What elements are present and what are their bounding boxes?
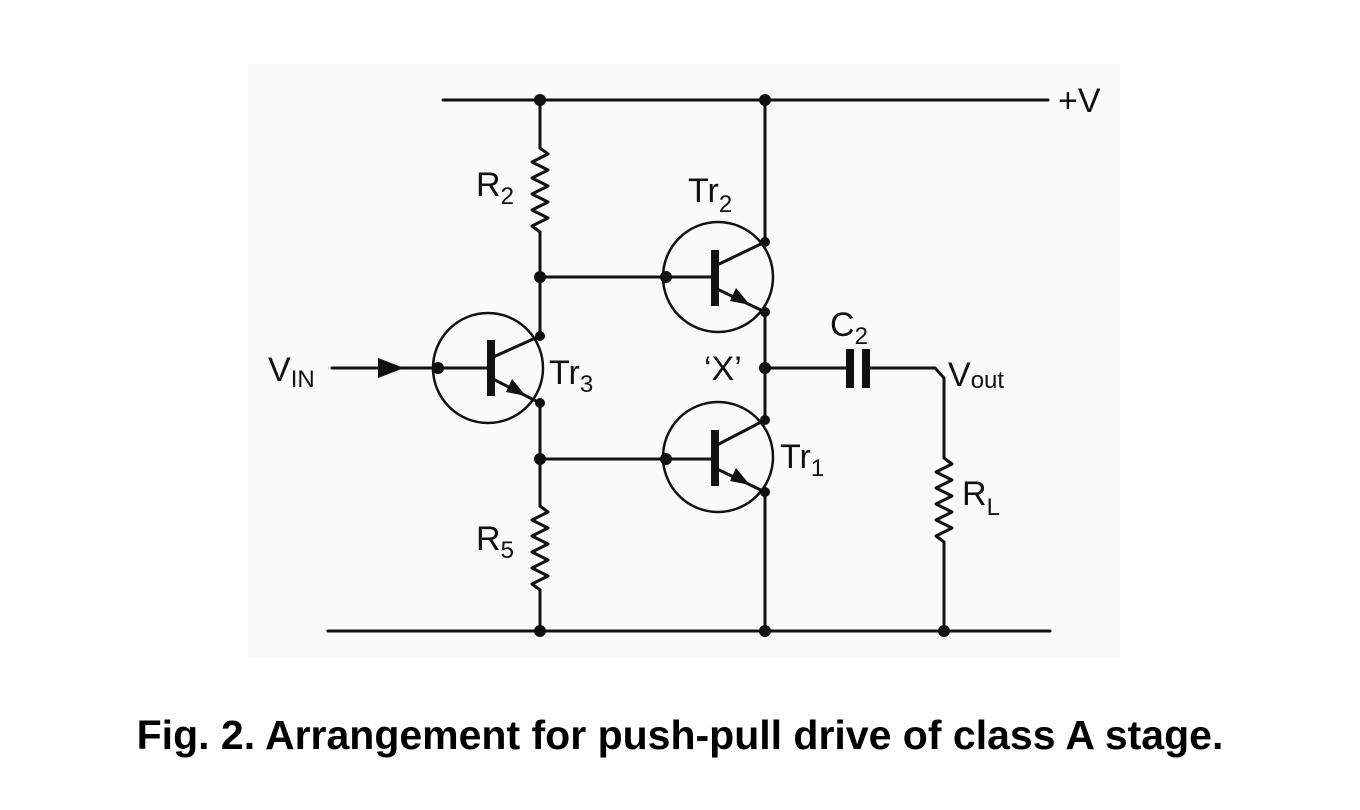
vin-arrow	[378, 358, 404, 378]
node-x-label: ‘X’	[704, 350, 742, 388]
r2-resistor	[530, 146, 550, 234]
tr2-label: Tr2	[688, 172, 732, 218]
c2-label: C2	[830, 306, 868, 350]
junction-dots	[432, 94, 950, 637]
vin-label: VIN	[268, 351, 315, 393]
r5-resistor	[530, 504, 550, 592]
c2-right-wire	[868, 366, 946, 460]
tr1-label: Tr1	[780, 438, 824, 482]
r5-label: R5	[476, 520, 514, 564]
rl-label: RL	[962, 475, 1000, 521]
rl-resistor	[934, 456, 954, 544]
vout-label: Vout	[948, 356, 1004, 394]
figure-caption: Fig. 2. Arrangement for push-pull drive …	[136, 712, 1224, 758]
supply-label: +V	[1058, 82, 1101, 120]
c2-capacitor	[846, 349, 870, 388]
figure-panel	[248, 64, 1120, 658]
tr1-transistor	[661, 400, 775, 514]
tr3-label: Tr3	[549, 354, 593, 398]
r2-label: R2	[476, 166, 514, 210]
